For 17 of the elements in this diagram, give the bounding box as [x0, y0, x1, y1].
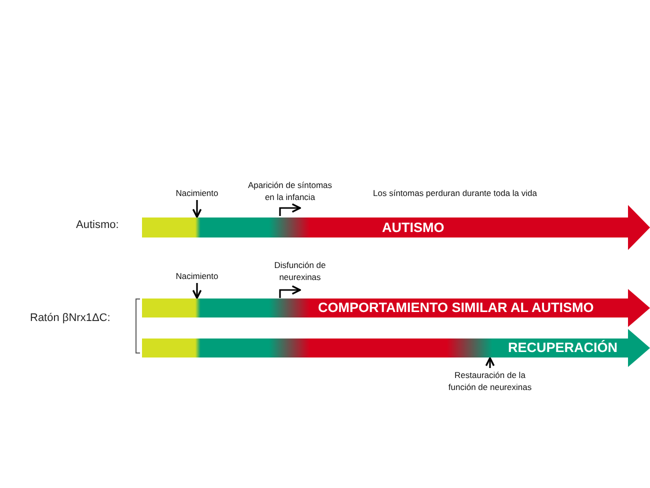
arrow	[485, 357, 495, 368]
timeline-bar	[142, 329, 650, 367]
bar-label: COMPORTAMIENTO SIMILAR AL AUTISMO	[318, 300, 594, 316]
annotation-text: Disfunción de neurexinas	[273, 259, 327, 283]
annotation-text: Aparición de síntomas en la infancia	[246, 179, 334, 203]
timeline-bar	[142, 205, 650, 250]
arrow	[192, 200, 202, 218]
timeline-bar	[142, 289, 650, 327]
row-label: Autismo:	[76, 219, 119, 231]
annotation-text: Los síntomas perduran durante toda la vida	[372, 187, 538, 199]
bar-label: AUTISMO	[382, 220, 444, 236]
arrow	[192, 283, 202, 299]
event-label: Nacimiento	[167, 187, 227, 199]
bar-label: RECUPERACIÓN	[508, 340, 618, 356]
row-label: Ratón βNrx1ΔC:	[30, 312, 110, 324]
event-label: Restauración de la función de neurexinas	[443, 369, 537, 393]
event-label: Nacimiento	[167, 270, 227, 282]
